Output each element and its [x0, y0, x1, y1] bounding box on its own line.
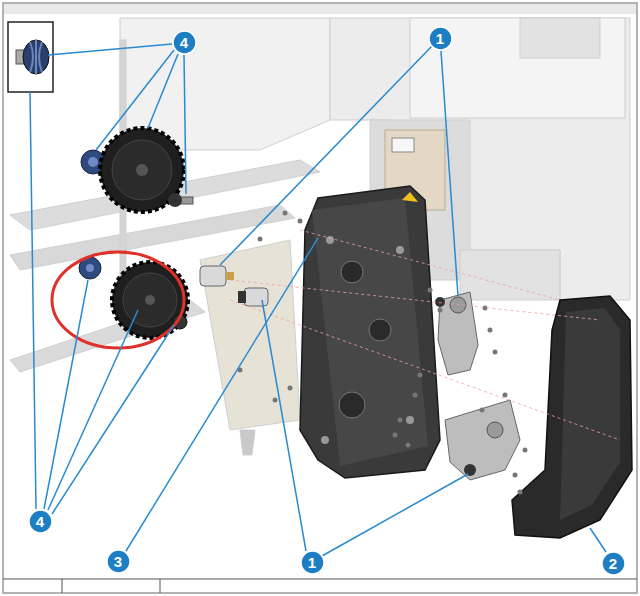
callout-number: 4 — [172, 30, 197, 55]
callout-number: 3 — [106, 549, 131, 574]
guide-lines — [230, 230, 620, 440]
callout-number: 2 — [601, 551, 626, 576]
callout-circle: 1 — [300, 550, 325, 575]
motor-left — [200, 266, 268, 306]
callout-circle: 1 — [428, 26, 453, 51]
upper-wheel — [100, 128, 184, 212]
leader-lines — [30, 44, 606, 556]
upper-shaft — [168, 193, 193, 207]
gear-plate-lower — [445, 400, 520, 480]
inset-box — [8, 22, 53, 92]
highlight-circle — [52, 252, 184, 348]
table-lines — [3, 579, 637, 593]
cover — [512, 296, 632, 538]
lower-wheel — [112, 262, 188, 338]
callout-circle: 3 — [106, 549, 131, 574]
callout-circle: 4 — [172, 30, 197, 55]
callout-circle: 2 — [601, 551, 626, 576]
side-plate — [300, 186, 440, 478]
callout-number: 1 — [300, 550, 325, 575]
callout-circle: 4 — [28, 509, 53, 534]
callout-number: 4 — [28, 509, 53, 534]
frame — [3, 3, 637, 593]
callout-number: 1 — [428, 26, 453, 51]
top-strip — [4, 4, 636, 14]
gear-plate-upper — [435, 292, 478, 375]
screws — [238, 211, 528, 495]
knob-icon — [16, 40, 49, 74]
